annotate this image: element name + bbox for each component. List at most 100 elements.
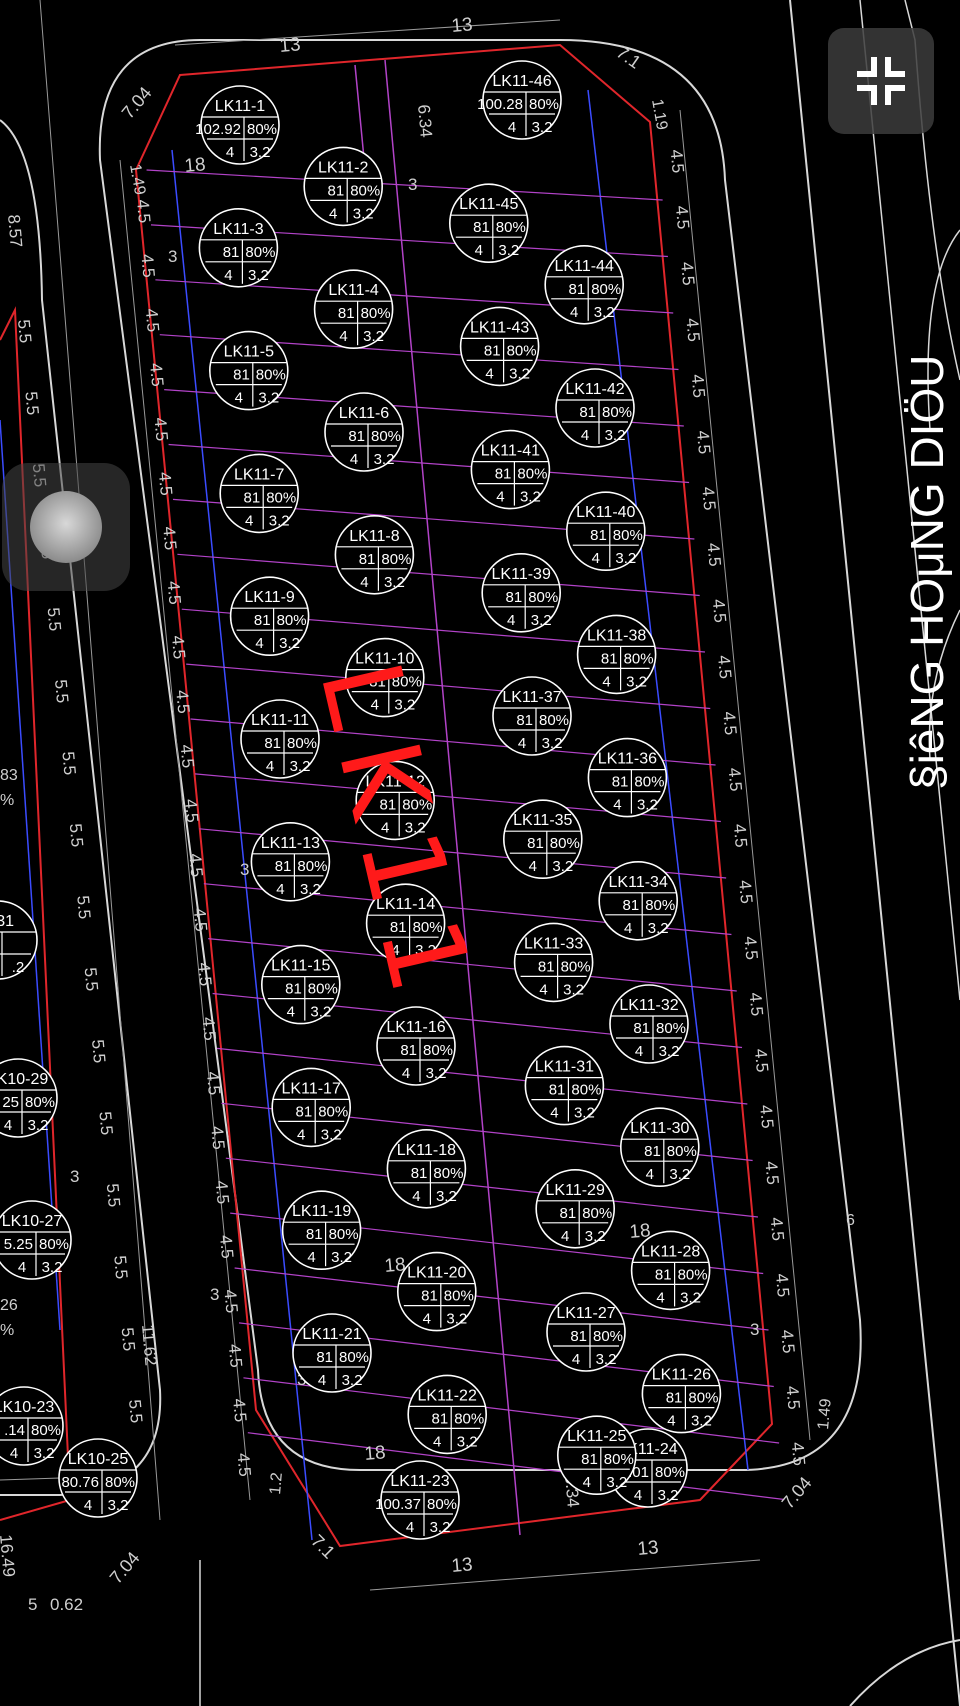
lot-width-dimension: 4.5 <box>777 1329 798 1354</box>
lot-floors-label: 4 <box>624 920 632 937</box>
setback-dimension: 3 <box>70 1167 79 1186</box>
lot-marker-circle <box>386 1129 467 1209</box>
lot-marker-circle <box>598 860 679 941</box>
lot-area-label: 81 <box>473 219 490 236</box>
lot-floors-label: 4 <box>255 635 263 652</box>
lot-coef-label: 3.2 <box>446 1311 467 1328</box>
lot-floors-label: 4 <box>496 489 504 506</box>
lot-density-label: 80% <box>427 1496 457 1513</box>
lot-area-label: 81 <box>254 612 271 629</box>
lot-density-label: 80% <box>550 835 580 852</box>
road-edge <box>849 1639 960 1706</box>
lot-density-label: 80% <box>423 1042 453 1059</box>
lot-area-label: 5.25 <box>4 1236 33 1253</box>
lot-density-label: 80% <box>507 342 537 359</box>
neighbor-lot-marker: 0-3180%.2 <box>0 900 38 980</box>
lot-marker-circle <box>556 1415 637 1495</box>
lot-area-label: 100.28 <box>477 96 523 113</box>
lot-density-label: 80% <box>496 219 526 236</box>
lot-floors-label: 4 <box>18 1259 26 1276</box>
lot-width-dimension: 4.5 <box>146 362 167 387</box>
lot-width-dimension: 4.5 <box>725 767 746 792</box>
lot-coef-label: 3.2 <box>596 1351 617 1368</box>
lot-id-label: LK11-22 <box>418 1387 477 1404</box>
lot-area-label: 81 <box>644 1143 661 1160</box>
lot-id-label: LK11-45 <box>459 196 518 213</box>
lot-area-label: 81 <box>581 1451 598 1468</box>
lot-id-label: 0-31 <box>0 913 14 930</box>
lot-id-label: LK11-8 <box>349 528 400 545</box>
lot-floors-label: 4 <box>266 758 274 775</box>
lot-line <box>247 1432 785 1501</box>
lot-width-dimension: 4.5 <box>185 853 206 878</box>
setback-dimension: 3 <box>168 247 177 266</box>
lot-area-label: 81 <box>275 858 292 875</box>
lot-width-dimension: 5.5 <box>118 1327 139 1352</box>
lot-area-label: 81 <box>570 1328 587 1345</box>
lot-width-dimension: 4.5 <box>212 1180 233 1205</box>
street-curb <box>98 39 862 1471</box>
lot-coef-label: 3.2 <box>321 1126 342 1143</box>
lot-area-label: 81 <box>590 527 607 544</box>
lot-id-label: LK11-37 <box>502 689 561 706</box>
lot-id-label: LK11-33 <box>524 935 583 952</box>
exit-fullscreen-icon <box>857 57 905 105</box>
lot-width-dimension: 4.5 <box>709 598 730 623</box>
misc-dimension: 8.57 <box>4 214 26 249</box>
setback-dimension: 3 <box>408 175 417 194</box>
lot-density-label: 80% <box>433 1165 463 1182</box>
lot-area-label: 81 <box>655 1266 672 1283</box>
lot-id-label: LK11-46 <box>492 73 551 90</box>
lot-width-dimension: 4.5 <box>677 261 698 286</box>
setback-dimension: 3 <box>210 1285 219 1304</box>
corner-dimension: 1.49 <box>815 1398 835 1431</box>
lot-width-dimension: 4.5 <box>688 373 709 398</box>
lot-density-label: 80% <box>247 121 277 138</box>
lot-floors-label: 4 <box>433 1433 441 1450</box>
lot-marker-circle <box>546 1292 626 1372</box>
lot-width-dimension: 4.5 <box>782 1385 803 1410</box>
lot-marker-circle <box>200 85 280 165</box>
lot-width-dimension: 4.5 <box>199 1016 220 1041</box>
assistive-touch-button[interactable] <box>2 463 130 591</box>
lot-width-dimension: 4.5 <box>177 744 198 769</box>
lot-density-label: 80% <box>645 897 675 914</box>
lot-density-label: 80% <box>318 1103 348 1120</box>
lot-marker-circle <box>587 737 668 818</box>
misc-dimension: 0.62 <box>50 1595 83 1614</box>
lot-marker-circle <box>219 453 300 534</box>
lot-id-label: LK11-19 <box>292 1203 351 1220</box>
lot-width-dimension: 4.5 <box>719 711 740 736</box>
lot-id-label: LK11-7 <box>234 466 285 483</box>
lot-width-dimension: 4.5 <box>751 1048 772 1073</box>
lot-area-label: 81 <box>538 958 555 975</box>
lot-density-label: 80% <box>582 1205 612 1222</box>
corner-dimension: 1.2 <box>267 1472 286 1496</box>
lot-id-label: LK11-43 <box>470 319 529 336</box>
lot-marker-circle <box>481 552 562 633</box>
end-depth-dimension: 6.34 <box>414 104 436 139</box>
lot-coef-label: 3.2 <box>436 1188 457 1205</box>
exit-fullscreen-button[interactable] <box>828 28 934 134</box>
lot-floors-label: 4 <box>656 1289 664 1306</box>
lot-coef-label: 3.2 <box>659 1043 680 1060</box>
lot-density-label: 80% <box>245 244 275 261</box>
lot-density-label: 80% <box>667 1143 697 1160</box>
lot-area-label: 81 <box>264 735 281 752</box>
depth-dimension: 18 <box>629 1220 652 1243</box>
lot-width-dimension: 4.5 <box>137 253 158 278</box>
lot-marker-circle <box>524 1045 605 1126</box>
